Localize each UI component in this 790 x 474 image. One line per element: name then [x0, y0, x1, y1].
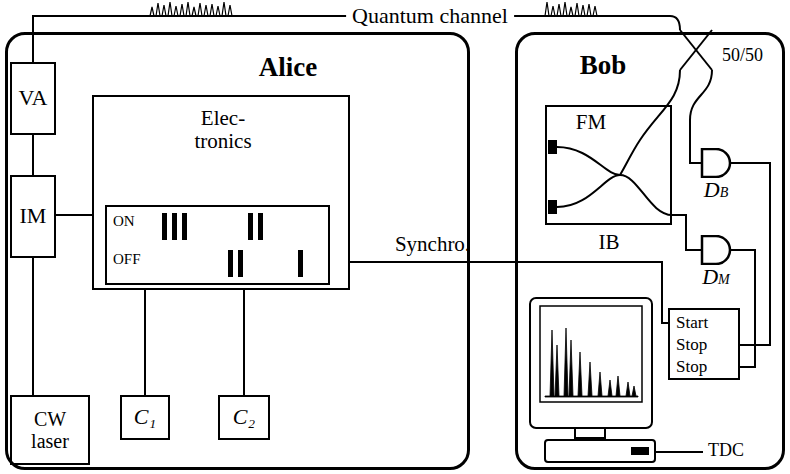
interferometer-box: FMIB — [545, 105, 672, 225]
modulator-box: IM — [10, 175, 56, 258]
signal-wire — [350, 262, 668, 323]
on-bar — [182, 213, 187, 240]
pulse — [581, 5, 585, 16]
detector-shape — [702, 149, 730, 177]
signal-wire — [730, 163, 770, 345]
pulse — [222, 2, 226, 16]
tdc-box: StartStopStop — [668, 308, 740, 380]
detector-symbol: DM — [700, 235, 732, 289]
coupler-ratio: 50/50 — [722, 46, 763, 66]
keyboard — [545, 440, 655, 462]
pulse — [545, 2, 549, 16]
node-text: Bob — [568, 51, 638, 81]
electronics-box: Elec- tronicsON OFF — [92, 95, 350, 290]
coupler-arm — [680, 30, 712, 70]
edge-label: Synchro. — [395, 233, 470, 256]
node-text: Stop — [676, 356, 736, 378]
monitor-stand — [575, 428, 605, 438]
pulse — [156, 3, 160, 16]
pulse — [563, 2, 567, 16]
signal-wire — [32, 258, 34, 395]
node-text: ON — [113, 213, 153, 230]
detector-symbol: DB — [700, 148, 732, 202]
pulse — [168, 2, 172, 16]
node-text: Elec- tronics — [178, 107, 268, 153]
attenuator-box: VA — [10, 62, 56, 135]
node-text: FM — [569, 111, 613, 134]
signal-wire — [32, 135, 34, 175]
faraday-mirror — [548, 200, 557, 214]
on-bar — [172, 213, 177, 240]
pulse — [551, 6, 555, 16]
pulse — [180, 4, 184, 16]
on-bar — [248, 213, 253, 240]
pulse — [150, 7, 154, 16]
detector-outline — [700, 148, 732, 178]
signal-wire — [56, 214, 92, 216]
on-bar — [162, 213, 167, 240]
monitor-case — [530, 298, 652, 428]
pattern-box: ON OFF — [105, 205, 330, 285]
counter-box: C₂ — [218, 395, 270, 440]
coupler-arm — [680, 30, 712, 70]
faraday-mirror — [548, 140, 557, 154]
pulse — [557, 4, 561, 16]
pulse — [569, 7, 573, 16]
monitor-screen — [540, 306, 642, 402]
node-text: Stop — [676, 334, 736, 356]
pulse — [575, 3, 579, 16]
interferometer-arm — [557, 147, 672, 215]
counter-box: C₁ — [120, 395, 170, 440]
tdc-label: TDC — [708, 441, 744, 461]
channel-label: Quantum channel — [346, 4, 514, 28]
histogram — [545, 328, 638, 397]
detector-outline — [700, 235, 732, 265]
pulse — [593, 6, 597, 16]
node-text: VA — [19, 86, 48, 110]
node-text: DM — [696, 265, 736, 289]
signal-wire — [672, 215, 702, 250]
pulse — [192, 7, 196, 16]
interferometer-arm — [557, 175, 620, 207]
node-text: Start — [676, 312, 736, 334]
detector-shape — [702, 236, 730, 264]
node-text: CW laser — [20, 408, 80, 452]
fibre-group — [33, 16, 712, 215]
node-text: C₁ — [134, 405, 156, 429]
laser-box: CW laser — [10, 395, 90, 465]
node-text: Alice — [223, 53, 353, 83]
pulse — [216, 6, 220, 16]
box-heading: IB — [587, 231, 631, 254]
modulation-bars — [162, 213, 303, 277]
pulse — [186, 2, 190, 16]
pulse — [162, 5, 166, 16]
node-text: DB — [696, 178, 736, 202]
off-bar — [238, 250, 243, 277]
pulse — [204, 5, 208, 16]
pulse — [198, 3, 202, 16]
node-text: OFF — [113, 251, 153, 268]
pulse — [228, 5, 232, 16]
on-bar — [258, 213, 263, 240]
signal-wire — [144, 290, 146, 395]
node-text: C₂ — [233, 405, 255, 429]
pulse — [174, 6, 178, 16]
node-text: IM — [20, 204, 47, 228]
off-bar — [298, 250, 303, 277]
keyboard-key — [632, 448, 648, 454]
pulse — [587, 4, 591, 16]
off-bar — [228, 250, 233, 277]
station-box: BobFMIBDBDMStartStopStop — [515, 32, 785, 470]
pulse — [210, 4, 214, 16]
leader-line — [655, 451, 703, 453]
signal-wire — [243, 290, 245, 395]
